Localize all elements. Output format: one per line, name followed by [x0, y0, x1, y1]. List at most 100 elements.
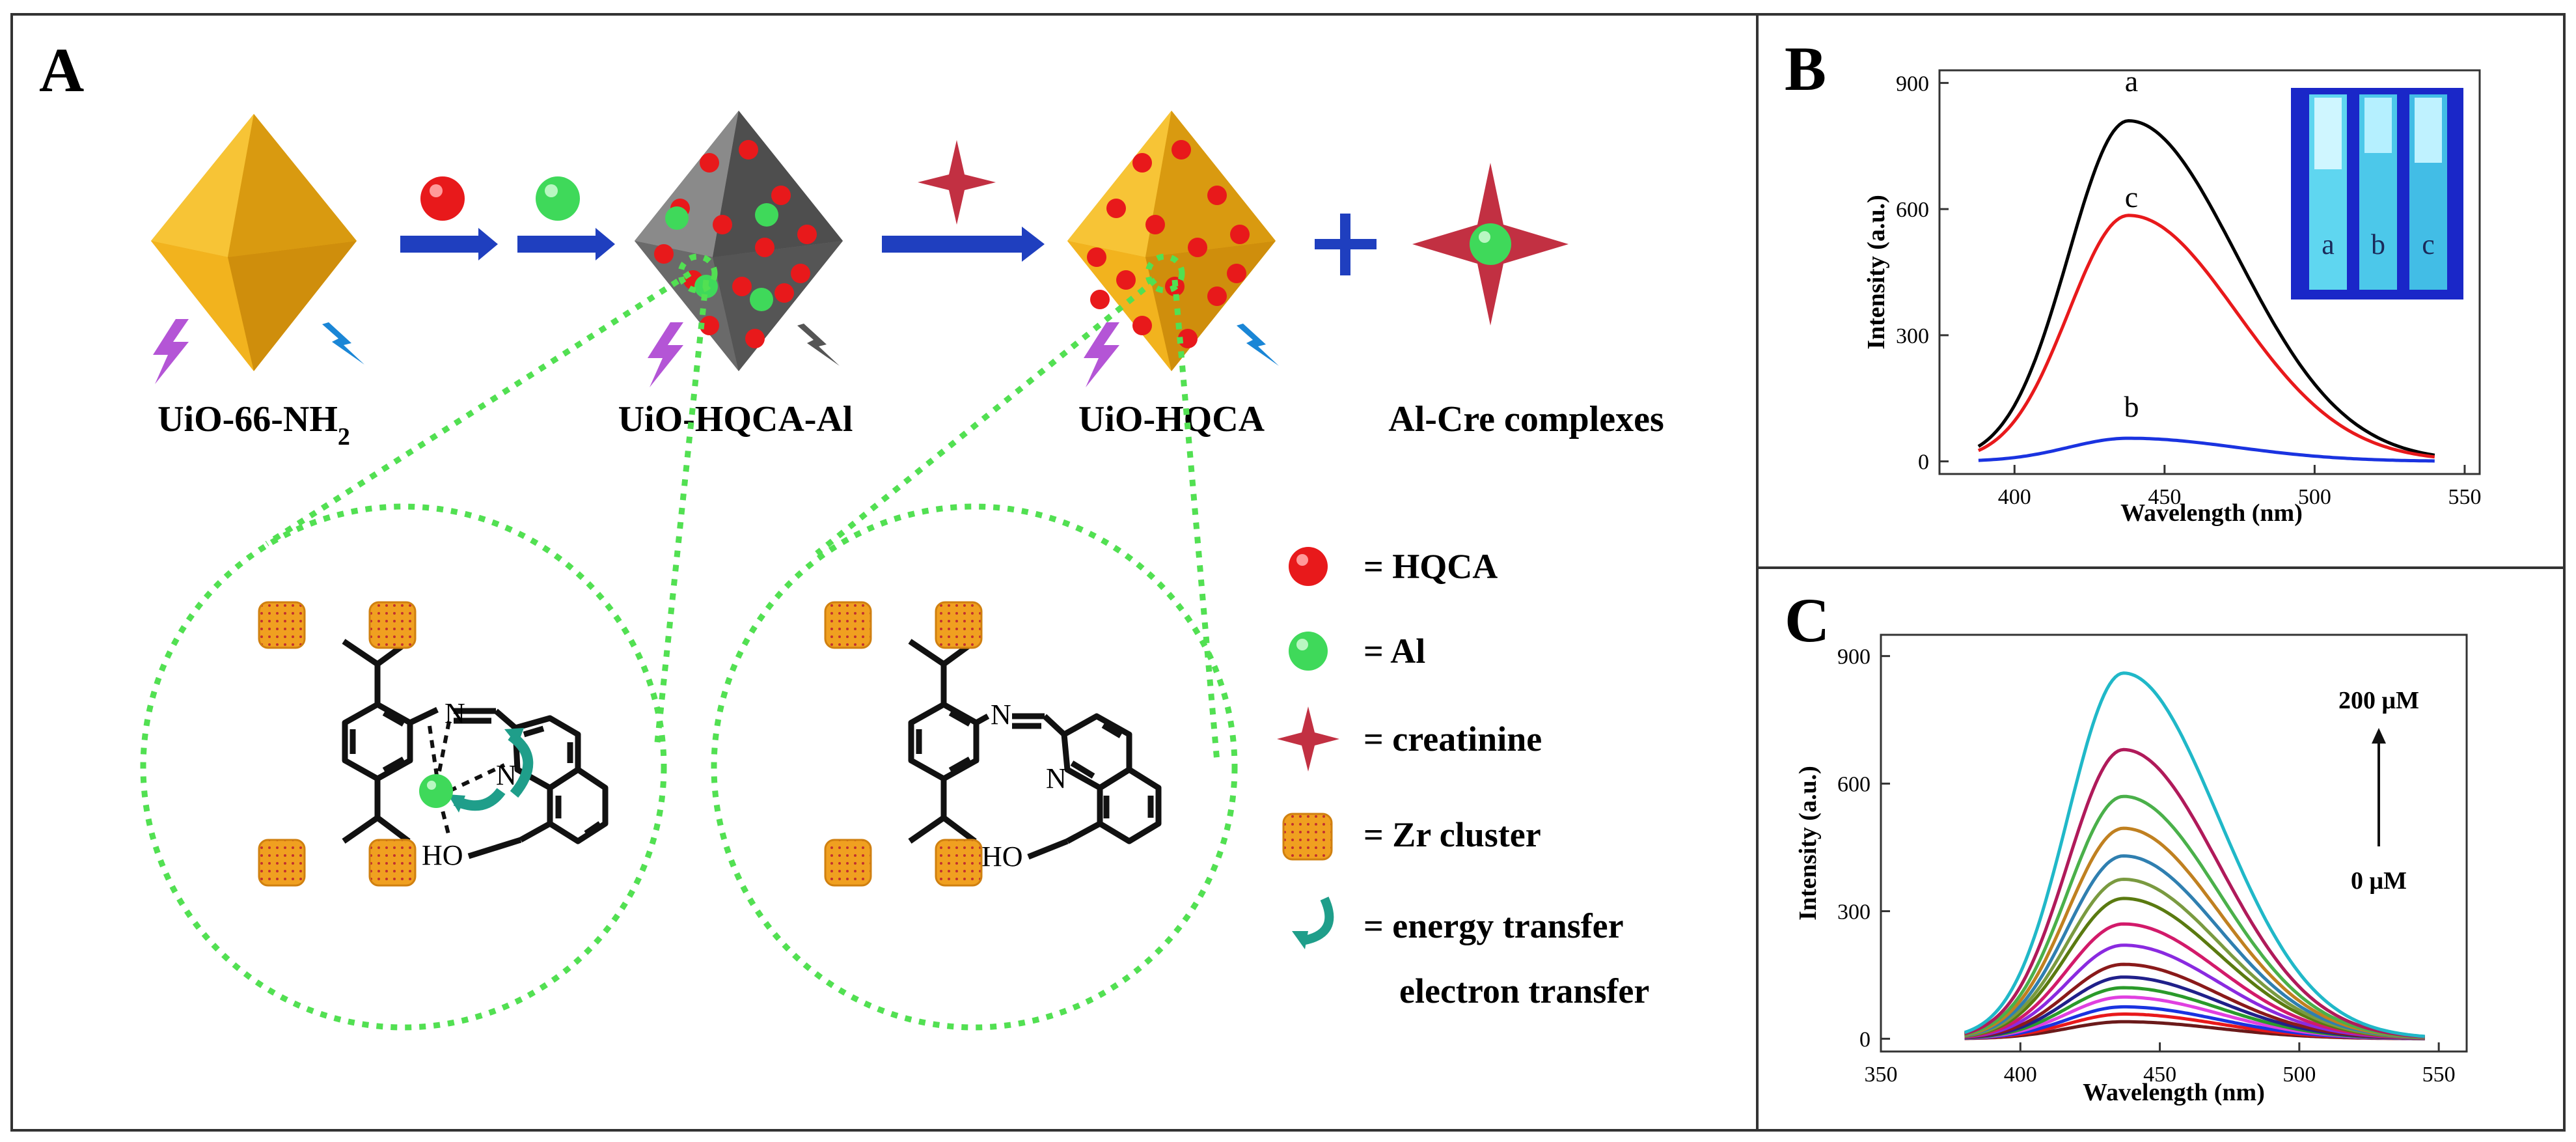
legend-zr-label: = Zr cluster — [1363, 815, 1541, 854]
y-tick-label: 300 — [1837, 900, 1870, 924]
al-cre-complex-icon — [1412, 163, 1569, 326]
label-al-cre: Al-Cre complexes — [1388, 399, 1664, 439]
x-tick-label: 550 — [2448, 485, 2481, 509]
zoom-guides — [140, 253, 1238, 1031]
cuvette-photo-inset: a b c — [2291, 88, 2463, 299]
hqca-dot — [1178, 329, 1198, 348]
inset-label-b: b — [2371, 229, 2385, 260]
chart-c-frame — [1880, 634, 2468, 1053]
x-tick-label: 500 — [2298, 485, 2331, 509]
panel-letter-c: C — [1785, 585, 1829, 655]
hqca-dot — [774, 283, 794, 303]
hqca-dot — [745, 329, 765, 348]
creatinine-star-above-arrow — [918, 140, 996, 225]
y-tick-label: 600 — [1837, 773, 1870, 797]
lightning-violet-2-icon — [648, 322, 683, 387]
uio66-octahedron — [151, 114, 357, 371]
hqca-dot — [1227, 264, 1246, 283]
outer-frame — [10, 13, 2566, 1132]
legend-creatinine-label: = creatinine — [1363, 719, 1542, 759]
legend-creatinine-icon — [1277, 706, 1339, 772]
zr-clusters — [258, 601, 983, 887]
chart-c-ticks: 350 400 450 500 550 0 300 600 900 — [1837, 645, 2456, 1087]
atom-n-2: N — [496, 759, 517, 791]
hqca-dot — [1172, 140, 1191, 160]
hqca-dot — [797, 225, 817, 244]
chart-c-ylabel: Intensity (a.u.) — [1794, 766, 1822, 921]
arrow-1 — [400, 228, 498, 260]
chart-c-xlabel: Wavelength (nm) — [2083, 1079, 2265, 1106]
hqca-dot — [732, 277, 752, 296]
legend-hqca-label: = HQCA — [1363, 547, 1498, 586]
y-tick-label: 900 — [1896, 72, 1929, 96]
annotation-0uM: 0 μM — [2351, 867, 2407, 895]
x-tick-label: 400 — [1998, 485, 2031, 509]
hqca-dot — [1132, 316, 1152, 335]
atom-n-1: N — [445, 697, 465, 729]
hqca-dot — [1207, 186, 1227, 205]
chart-b-ticks: 400 450 500 550 0 300 600 900 — [1896, 72, 2481, 509]
legend-al-icon — [1289, 632, 1328, 671]
hqca-dot — [1207, 286, 1227, 306]
series-line — [1977, 214, 2435, 459]
chart-b-frame — [1938, 69, 2481, 475]
al-ion-icon — [419, 774, 453, 808]
y-tick-label: 900 — [1837, 645, 1870, 669]
legend-hqca-icon — [1289, 547, 1328, 586]
y-tick-label: 0 — [1859, 1027, 1870, 1051]
al-dot — [750, 288, 773, 311]
atom-n-3: N — [991, 699, 1011, 731]
chart-c-lines — [1964, 671, 2425, 1040]
x-tick-label: 500 — [2282, 1063, 2316, 1087]
legend-energy-label: = energy transfer — [1363, 906, 1624, 945]
chem-structure-free — [908, 639, 1162, 844]
legend-zr-icon — [1282, 813, 1333, 861]
inset-label-a: a — [2322, 229, 2335, 260]
legend: = HQCA = Al = creatinine = Zr cluster = … — [1277, 547, 1649, 1010]
atom-ho-2: HO — [981, 841, 1023, 872]
inset-label-c: c — [2422, 229, 2435, 260]
hqca-dot — [1116, 270, 1136, 290]
curve-label-a: a — [2125, 64, 2138, 98]
hqca-dot — [700, 153, 719, 173]
y-tick-label: 300 — [1896, 324, 1929, 348]
y-tick-label: 0 — [1918, 451, 1929, 475]
series-line — [1964, 826, 2425, 1039]
legend-electron-label: electron transfer — [1399, 971, 1649, 1010]
x-tick-label: 400 — [2004, 1063, 2037, 1087]
x-tick-label: 550 — [2422, 1063, 2456, 1087]
hqca-dots-octahedron-3 — [1087, 140, 1250, 348]
hqca-dot — [1132, 153, 1152, 173]
lightning-gray-icon — [797, 324, 840, 366]
chart-c: 350 400 450 500 550 0 300 600 900 Wavelength (nm… — [1794, 634, 2468, 1106]
hqca-dot — [1106, 199, 1126, 218]
hqca-dot — [739, 140, 758, 160]
curve-label-c: c — [2125, 180, 2138, 214]
hqca-dot — [1188, 238, 1207, 257]
hqca-dot — [654, 244, 674, 264]
lightning-blue-icon — [322, 322, 364, 365]
chart-b-ylabel: Intensity (a.u.) — [1863, 195, 1890, 350]
chart-b-xlabel: Wavelength (nm) — [2120, 499, 2303, 527]
panel-letter-a: A — [39, 35, 84, 105]
lightning-violet-3-icon — [1084, 322, 1119, 387]
series-line — [1964, 747, 2425, 1038]
y-tick-label: 600 — [1896, 198, 1929, 222]
al-ball-icon — [536, 176, 580, 221]
hqca-dot — [771, 186, 791, 205]
arrow-3 — [882, 227, 1045, 262]
legend-transfer-icon — [1300, 897, 1334, 945]
label-uio-hqca: UiO-HQCA — [1078, 399, 1265, 439]
x-tick-label: 350 — [1865, 1063, 1898, 1087]
series-line — [1964, 794, 2425, 1039]
x-tick-label: 450 — [2148, 485, 2181, 509]
atom-ho-1: HO — [422, 839, 463, 871]
hqca-dot — [755, 238, 774, 257]
hqca-ball-icon — [420, 176, 465, 221]
curve-label-b: b — [2124, 390, 2139, 423]
label-uio66: UiO-66-NH2 — [158, 399, 350, 451]
x-tick-label: 450 — [2143, 1063, 2176, 1087]
annotation-200uM: 200 μM — [2338, 687, 2419, 714]
chart-b: 400 450 500 550 0 300 600 900 Wavelength (nm) I… — [1863, 64, 2481, 527]
